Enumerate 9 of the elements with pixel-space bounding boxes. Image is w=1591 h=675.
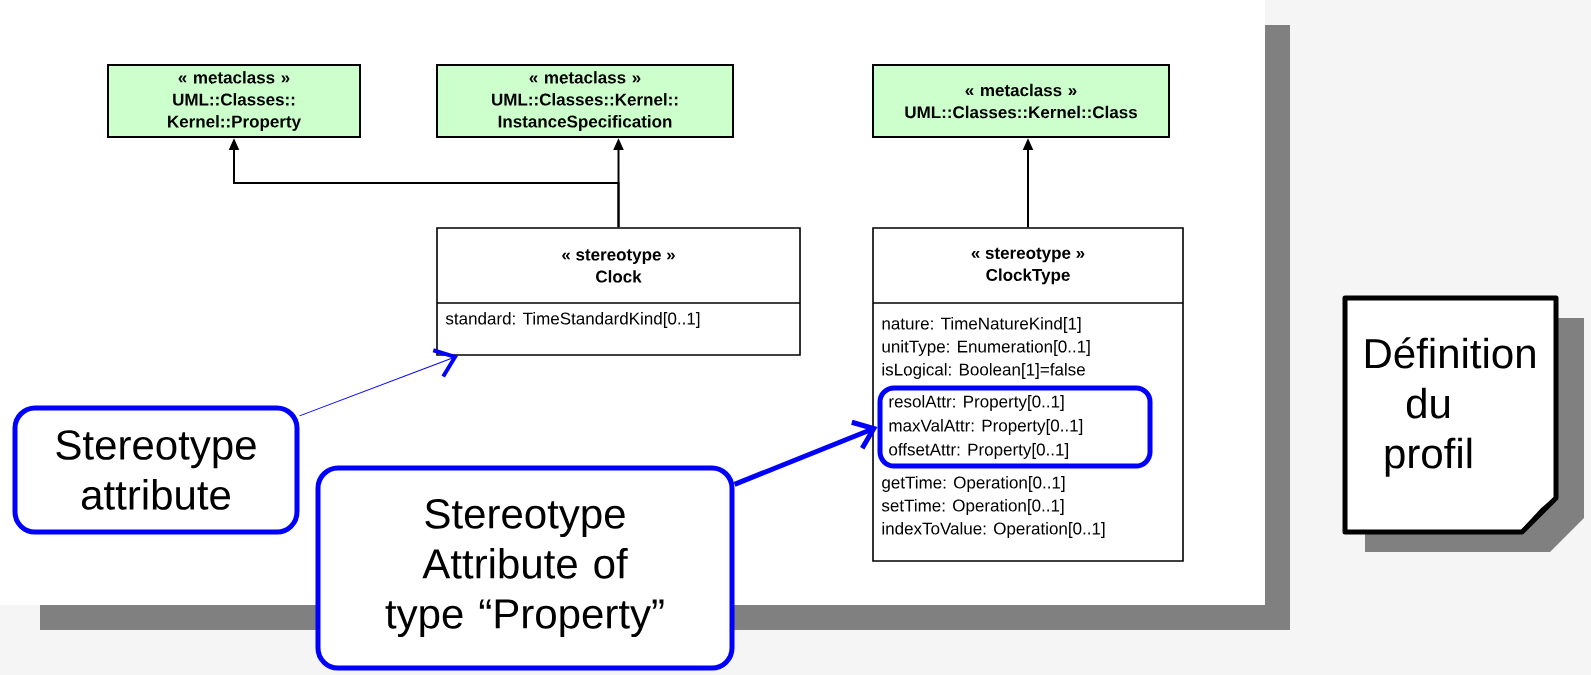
class-box: « stereotype » Clock standard: TimeStandardKind[0..1] [436, 227, 801, 356]
metaclass-box: « metaclass » UML::Classes::Kernel:: InstanceSpecification [436, 64, 734, 138]
callout-box: Stereotype Attribute of type “Property” [315, 465, 735, 671]
arrow [299, 348, 459, 417]
arrow [733, 419, 878, 487]
highlight-box: resolAttr: Property[0..1] maxValAttr: Property[0..1] offsetAttr: Property[0..1] [877, 385, 1153, 469]
callout-box: Stereotype attribute [12, 405, 300, 535]
metaclass-box: « metaclass » UML::Classes:: Kernel::Property [107, 64, 361, 138]
metaclass-box: « metaclass » UML::Classes::Kernel::Class [872, 64, 1170, 138]
